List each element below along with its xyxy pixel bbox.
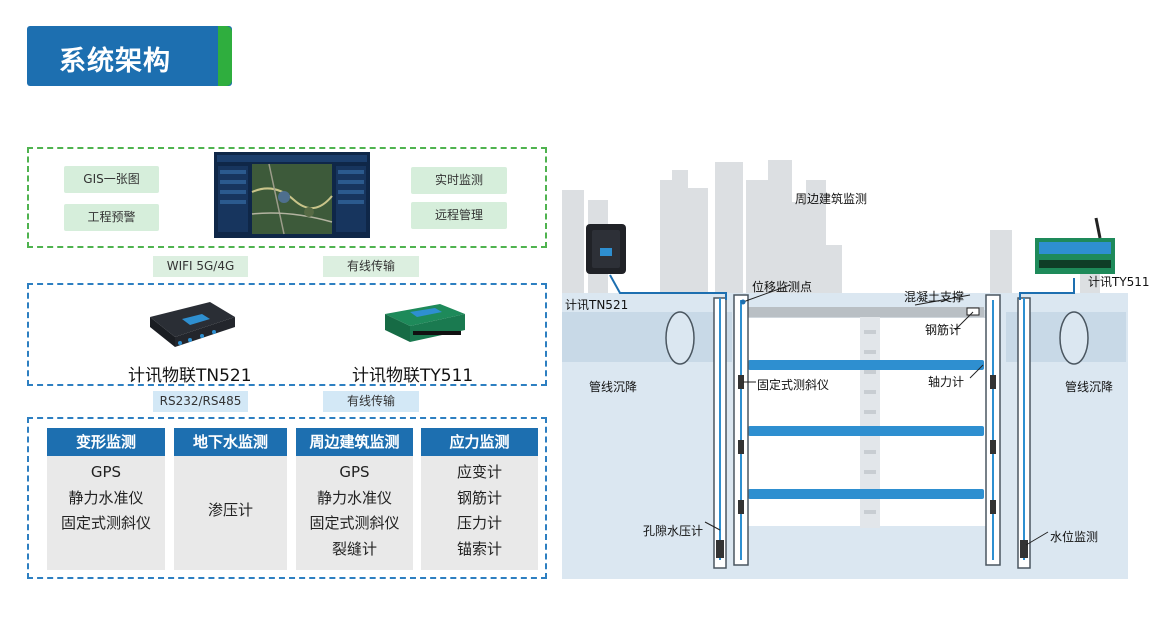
sensor-item: 压力计 [456,514,502,532]
sensor-item: GPS [90,463,122,481]
label-piezometer: 孔隙水压计 [643,524,704,538]
section-title-bar: 系统架构 [27,26,232,86]
category-stress: 应力监测 应变计 钢筋计 压力计 锚索计 [421,428,538,570]
category-groundwater: 地下水监测 渗压计 [174,428,287,570]
link-wired-top: 有线传输 [323,256,419,277]
label-axial-meter: 轴力计 [928,375,965,389]
category-building: 周边建筑监测 GPS 静力水准仪 固定式测斜仪 裂缝计 [296,428,413,570]
category-deformation: 变形监测 GPS 静力水准仪 固定式测斜仪 [47,428,165,570]
sensor-item: 固定式测斜仪 [60,514,151,532]
ty511-label: 计讯物联TY511 [352,366,474,386]
pipe-left [665,311,695,365]
tn521-gateway-icon [586,224,626,274]
label-tn521: 计讯TN521 [565,298,629,312]
label-rebar-meter: 钢筋计 [925,323,962,337]
sensor-item: GPS [339,463,370,481]
label-ty511: 计讯TY511 [1088,275,1150,289]
sensor-item: 固定式测斜仪 [309,514,400,532]
label-concrete-strut: 混凝土支撑 [904,290,965,304]
cable-tn521 [609,274,727,300]
chip-warning: 工程预警 [64,204,159,231]
tn521-label: 计讯物联TN521 [128,366,252,386]
sensor-layer [27,417,547,579]
link-wired-bottom: 有线传输 [323,391,419,412]
label-pipe-settlement-right: 管线沉降 [1065,380,1114,394]
concrete-strut [748,307,984,317]
link-serial: RS232/RS485 [153,391,248,412]
displacement-point [740,299,746,305]
rebar-meter-marker [966,307,980,316]
label-displacement-point: 位移监测点 [752,280,813,294]
label-building-monitoring: 周边建筑监测 [795,192,868,206]
steel-strut [748,360,984,370]
pipe-right [1059,311,1089,365]
sensor-item: 静力水准仪 [68,488,144,507]
ty511-device-icon [385,304,465,342]
category-header: 应力监测 [421,428,538,456]
steel-strut [748,489,984,499]
sensor-item: 钢筋计 [456,488,502,507]
foundation-pit-diagram [562,160,1128,579]
label-pipe-settlement-left: 管线沉降 [589,380,638,394]
gateway-layer [27,283,547,386]
sensor-item: 裂缝计 [331,539,377,558]
skyline [562,160,1100,293]
tn521-device-icon [150,302,235,347]
sensor-item: 应变计 [456,463,502,481]
steel-strut [748,426,984,436]
sensor-item: 静力水准仪 [316,488,392,507]
label-inclinometer: 固定式测斜仪 [757,378,830,392]
category-header: 地下水监测 [174,428,287,456]
sensor-item: 渗压计 [207,501,253,519]
ty511-gateway-icon [1035,217,1115,274]
chip-remote: 远程管理 [411,202,507,229]
category-header: 周边建筑监测 [296,428,413,456]
chip-gis: GIS一张图 [64,166,159,193]
sensor-item: 锚索计 [456,539,502,558]
cable-ty511 [1019,278,1075,300]
category-header: 变形监测 [47,428,165,456]
title-accent [218,26,232,86]
platform-layer [27,147,547,248]
page-title: 系统架构 [59,46,171,77]
link-wireless: WIFI 5G/4G [153,256,248,277]
label-water-level: 水位监测 [1050,530,1099,544]
gis-dashboard-image [214,152,370,238]
chip-realtime: 实时监测 [411,167,507,194]
